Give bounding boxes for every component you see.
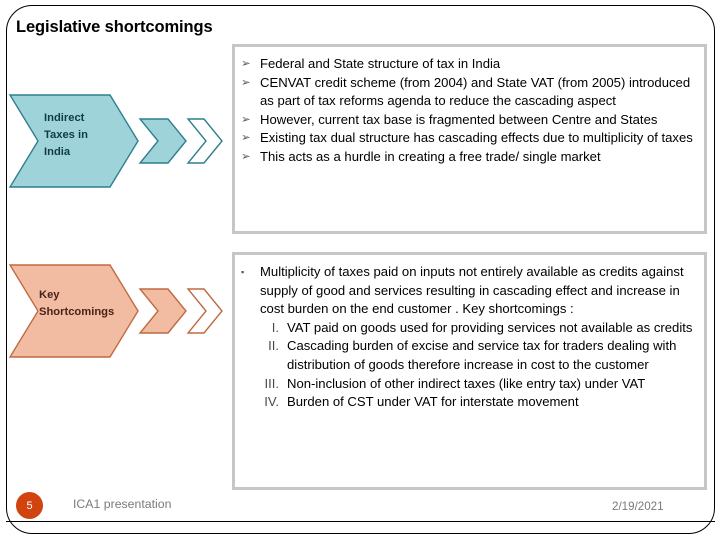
list-item-text: However, current tax base is fragmented … xyxy=(260,111,658,127)
slide-number-badge: 5 xyxy=(16,492,43,519)
chevron-small-empty-key xyxy=(186,288,223,334)
list-item-text: This acts as a hurdle in creating a free… xyxy=(260,148,601,164)
footer-presentation-name: ICA1 presentation xyxy=(73,497,172,511)
list-item-text: Cascading burden of excise and service t… xyxy=(287,338,677,372)
content-textbox-primary: ➢ Federal and State structure of tax in … xyxy=(232,44,707,234)
list-item-text: CENVAT credit scheme (from 2004) and Sta… xyxy=(260,74,691,109)
list-item: ➢ Existing tax dual structure has cascad… xyxy=(241,129,696,148)
list-item: ➢ Federal and State structure of tax in … xyxy=(241,55,696,74)
chevron-group-indirect-taxes[interactable]: Indirect Taxes in India xyxy=(8,93,224,189)
list-item-text: Existing tax dual structure has cascadin… xyxy=(260,130,693,146)
footer-divider xyxy=(6,521,715,522)
square-bullet-icon: ▪ xyxy=(241,267,245,277)
list-item: ▪ Multiplicity of taxes paid on inputs n… xyxy=(241,263,696,319)
chevron-group-key-shortcomings[interactable]: Key Shortcomings xyxy=(8,263,224,359)
list-item-text: Federal and State structure of tax in In… xyxy=(260,56,501,71)
list-item: IV. Burden of CST under VAT for intersta… xyxy=(241,393,696,412)
roman-numeral: II. xyxy=(268,338,279,354)
arrow-bullet-icon: ➢ xyxy=(241,132,251,145)
chevron-small-empty-indirect xyxy=(186,118,223,164)
chevron-large-indirect xyxy=(8,94,139,188)
list-item: I. VAT paid on goods used for providing … xyxy=(241,319,696,338)
chevron-medium-indirect xyxy=(138,118,187,164)
list-item: III. Non-inclusion of other indirect tax… xyxy=(241,375,696,394)
list-item-text: VAT paid on goods used for providing ser… xyxy=(287,319,693,335)
list-item: ➢ CENVAT credit scheme (from 2004) and S… xyxy=(241,74,696,111)
list-item: ➢ However, current tax base is fragmente… xyxy=(241,111,696,130)
arrow-bullet-icon: ➢ xyxy=(241,150,251,163)
roman-numeral-list: I. VAT paid on goods used for providing … xyxy=(241,319,696,412)
roman-numeral: III. xyxy=(264,375,279,391)
list-item: II. Cascading burden of excise and servi… xyxy=(241,337,696,374)
chevron-large-key xyxy=(8,264,139,358)
arrow-bullet-icon: ➢ xyxy=(241,76,251,89)
list-item-text: Non-inclusion of other indirect taxes (l… xyxy=(287,375,646,391)
chevron-medium-key xyxy=(138,288,187,334)
page-title: Legislative shortcomings xyxy=(16,18,213,36)
roman-numeral: I. xyxy=(271,319,279,335)
list-item-text: Burden of CST under VAT for interstate m… xyxy=(287,394,579,410)
arrow-bullet-icon: ➢ xyxy=(241,113,251,126)
bullet-list-primary: ➢ Federal and State structure of tax in … xyxy=(241,55,696,167)
footer-date: 2/19/2021 xyxy=(612,500,664,513)
arrow-bullet-icon: ➢ xyxy=(241,58,251,70)
bullet-list-secondary: ▪ Multiplicity of taxes paid on inputs n… xyxy=(241,263,696,319)
list-item: ➢ This acts as a hurdle in creating a fr… xyxy=(241,148,696,167)
content-textbox-secondary: ▪ Multiplicity of taxes paid on inputs n… xyxy=(232,252,707,490)
list-item-text: Multiplicity of taxes paid on inputs not… xyxy=(260,264,684,317)
roman-numeral: IV. xyxy=(264,394,279,410)
